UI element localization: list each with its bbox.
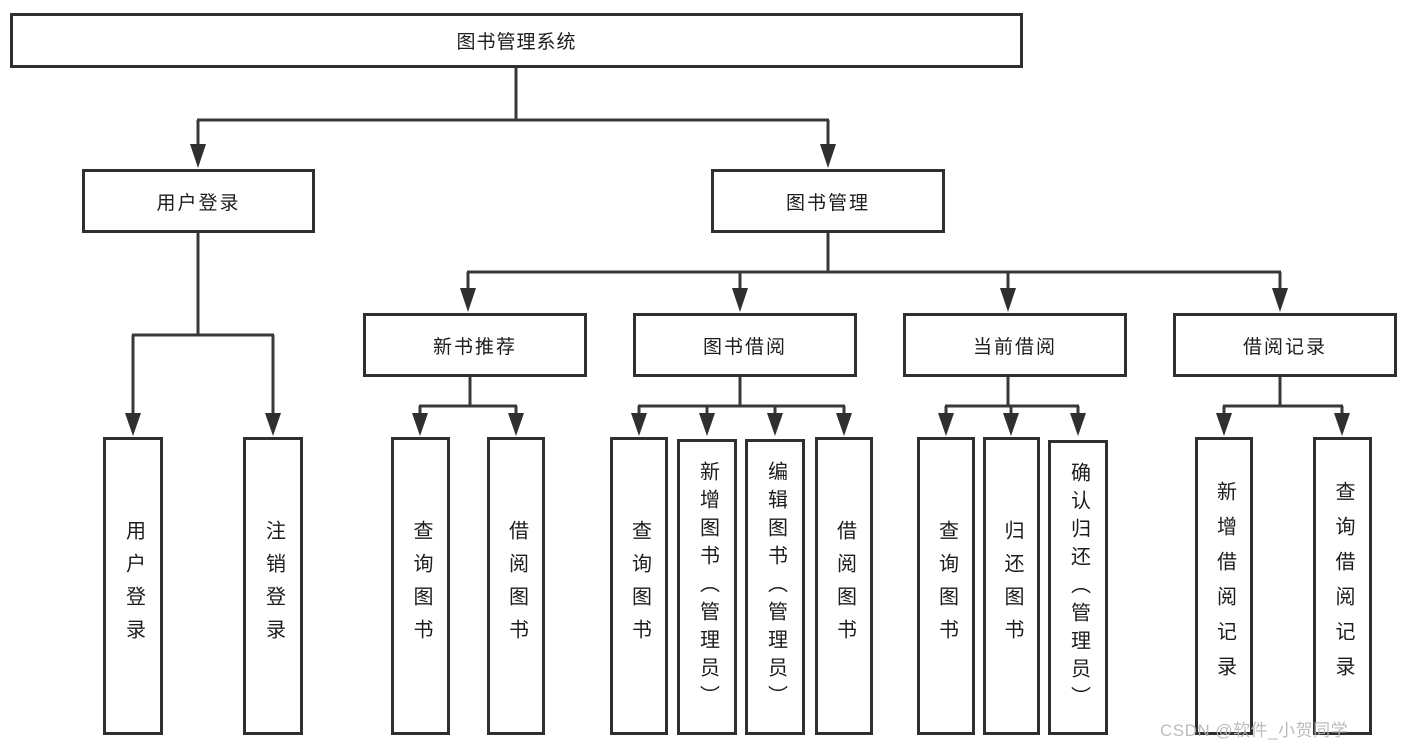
node-label: 图书管理系统 [456,32,577,53]
leaf-confirm-return-admin: 确认归还（管理员） [1048,440,1108,735]
leaf-borrow-books-recommend: 借阅图书 [487,437,545,735]
node-current-borrowing: 当前借阅 [903,313,1127,377]
leaf-add-borrow-record: 新增借阅记录 [1195,437,1253,735]
node-label: 借阅记录 [1242,336,1327,358]
leaf-edit-books-admin: 编辑图书（管理员） [745,439,805,735]
leaf-query-books-recommend: 查询图书 [391,437,450,735]
node-label: 用户登录 [156,192,241,214]
leaf-query-books-borrow: 查询图书 [610,437,668,735]
node-book-management-branch: 图书管理 [711,169,945,233]
leaf-query-borrow-record: 查询借阅记录 [1313,437,1372,735]
node-label: 当前借阅 [972,336,1057,358]
node-label: 查询图书 [628,520,651,652]
leaf-return-books: 归还图书 [983,437,1040,735]
node-borrowing-records: 借阅记录 [1173,313,1397,377]
leaf-logout: 注销登录 [243,437,303,735]
node-book-borrowing: 图书借阅 [633,313,857,377]
node-label: 查询图书 [410,520,432,652]
node-label: 新增借阅记录 [1213,481,1236,691]
node-label: 查询借阅记录 [1332,481,1354,691]
node-label: 图书管理 [785,192,870,214]
node-root-library-system: 图书管理系统 [10,13,1023,68]
node-label: 借阅图书 [505,520,528,652]
node-label: 借阅图书 [833,520,856,652]
node-label: 归还图书 [1001,520,1023,652]
leaf-add-books-admin: 新增图书（管理员） [677,439,737,735]
node-label: 新增图书（管理员） [696,461,719,713]
leaf-borrow-books: 借阅图书 [815,437,873,735]
node-label: 确认归还（管理员） [1067,461,1090,714]
node-user-login-branch: 用户登录 [82,169,315,233]
node-label: 查询图书 [935,520,958,652]
node-label: 新书推荐 [432,336,517,358]
node-new-book-recommendation: 新书推荐 [363,313,587,377]
node-label: 用户登录 [122,520,145,652]
node-label: 编辑图书（管理员） [764,461,787,713]
node-label: 注销登录 [262,520,285,652]
node-label: 图书借阅 [702,336,787,358]
csdn-watermark: CSDN @软件_小贺同学 [1160,721,1349,740]
leaf-query-books-current: 查询图书 [917,437,975,735]
leaf-user-login: 用户登录 [103,437,163,735]
